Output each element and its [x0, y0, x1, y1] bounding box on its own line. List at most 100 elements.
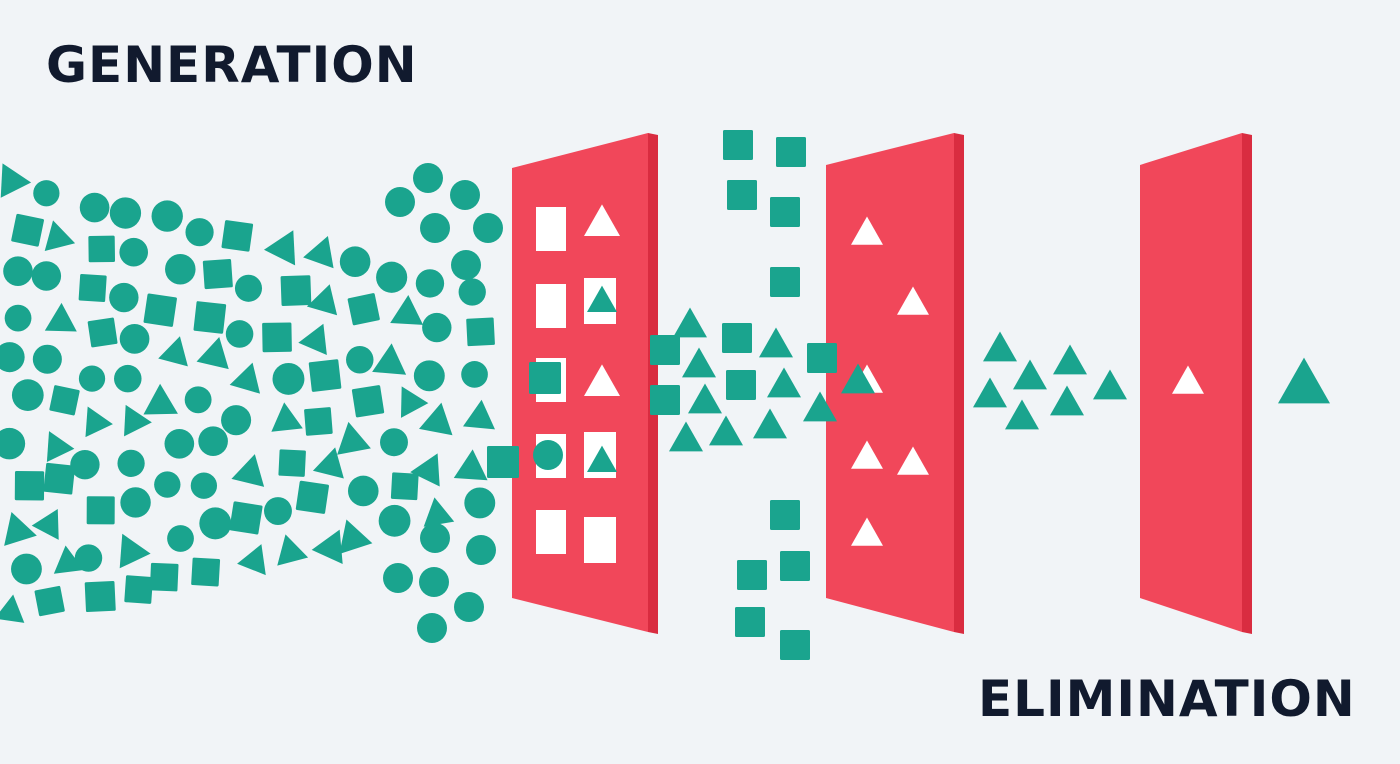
- circle-icon: [33, 180, 60, 207]
- triangle-icon: [463, 399, 495, 430]
- triangle-icon: [124, 404, 152, 437]
- square-hole: [536, 207, 566, 251]
- circle-icon: [117, 449, 145, 477]
- circle-icon: [119, 324, 150, 354]
- triangle-icon: [423, 497, 455, 527]
- triangle-icon: [753, 408, 787, 439]
- circle-icon: [376, 261, 408, 293]
- circle-icon: [451, 250, 481, 280]
- triangle-icon: [46, 431, 75, 462]
- triangle-icon: [400, 386, 429, 418]
- square-icon: [229, 501, 263, 535]
- elimination-title: ELIMINATION: [978, 670, 1356, 728]
- square-icon: [529, 362, 561, 394]
- triangle-icon: [271, 402, 303, 432]
- triangle-icon: [767, 367, 801, 398]
- square-hole: [536, 284, 566, 328]
- circle-icon: [385, 187, 415, 217]
- triangle-icon: [53, 545, 84, 574]
- square-icon: [278, 449, 306, 477]
- triangle-icon: [759, 327, 793, 358]
- circle-icon: [198, 426, 228, 456]
- triangle-icon: [277, 534, 309, 566]
- triangle-icon: [410, 453, 440, 487]
- circle-icon: [450, 180, 480, 210]
- square-icon: [88, 235, 116, 263]
- square-icon: [735, 607, 765, 637]
- triangle-icon: [453, 449, 488, 481]
- square-icon: [87, 317, 118, 348]
- triangle-icon: [587, 285, 617, 313]
- square-icon: [723, 130, 753, 160]
- triangle-icon: [1005, 399, 1039, 430]
- circle-icon: [420, 523, 450, 553]
- square-icon: [124, 575, 153, 604]
- square-icon: [84, 581, 116, 613]
- square-icon: [202, 259, 233, 290]
- square-icon: [780, 551, 810, 581]
- circle-icon: [466, 535, 496, 565]
- triangle-icon: [312, 447, 344, 479]
- circle-icon: [234, 274, 263, 302]
- square-icon: [304, 407, 333, 436]
- circle-icon: [464, 487, 496, 519]
- circle-icon: [151, 200, 183, 232]
- circle-icon: [32, 344, 62, 374]
- circle-icon: [533, 440, 563, 470]
- triangle-icon: [688, 383, 722, 414]
- triangle-icon: [851, 517, 883, 546]
- circle-icon: [458, 278, 486, 306]
- triangle-icon: [44, 220, 76, 251]
- triangle-icon: [4, 511, 37, 546]
- square-icon: [193, 301, 227, 334]
- filter-walls: [512, 133, 1252, 634]
- square-icon: [49, 385, 80, 416]
- triangle-icon: [669, 421, 703, 452]
- circle-icon: [419, 567, 449, 597]
- circle-icon: [0, 427, 26, 460]
- triangle-icon: [1278, 357, 1330, 404]
- square-icon: [78, 273, 107, 302]
- square-icon: [43, 462, 76, 495]
- square-icon: [86, 496, 115, 525]
- circle-icon: [347, 475, 379, 507]
- circle-icon: [415, 269, 445, 298]
- square-icon: [308, 359, 342, 392]
- triangle-icon: [897, 446, 929, 475]
- square-icon: [726, 370, 756, 400]
- square-icon: [347, 293, 380, 326]
- shapes-layer: [0, 130, 810, 660]
- circle-icon: [11, 553, 42, 585]
- circle-icon: [272, 362, 305, 395]
- filter-wall: [512, 133, 648, 632]
- square-icon: [143, 293, 177, 327]
- triangle-icon: [584, 364, 620, 397]
- triangle-icon: [337, 421, 371, 455]
- circle-icon: [167, 525, 194, 552]
- square-icon: [650, 385, 680, 415]
- triangle-icon: [44, 302, 77, 332]
- triangle-icon: [1013, 359, 1047, 390]
- triangle-icon: [158, 336, 188, 367]
- triangle-icon: [85, 406, 113, 438]
- circle-icon: [3, 256, 33, 286]
- filter-wall-edge: [1242, 133, 1252, 634]
- triangle-icon: [0, 594, 25, 623]
- circle-icon: [413, 360, 445, 392]
- filter-wall: [826, 133, 954, 632]
- circle-icon: [380, 428, 408, 457]
- triangle-icon: [419, 402, 453, 436]
- square-icon: [390, 472, 419, 501]
- square-icon: [149, 562, 179, 592]
- square-icon: [780, 630, 810, 660]
- triangle-icon: [119, 533, 151, 569]
- circle-icon: [346, 346, 374, 374]
- square-icon: [776, 137, 806, 167]
- filter-wall-edge: [648, 133, 658, 634]
- triangle-icon: [851, 440, 883, 469]
- triangle-icon: [303, 235, 334, 269]
- triangle-icon: [841, 363, 875, 394]
- triangle-icon: [1050, 385, 1084, 416]
- triangle-icon: [1093, 369, 1127, 400]
